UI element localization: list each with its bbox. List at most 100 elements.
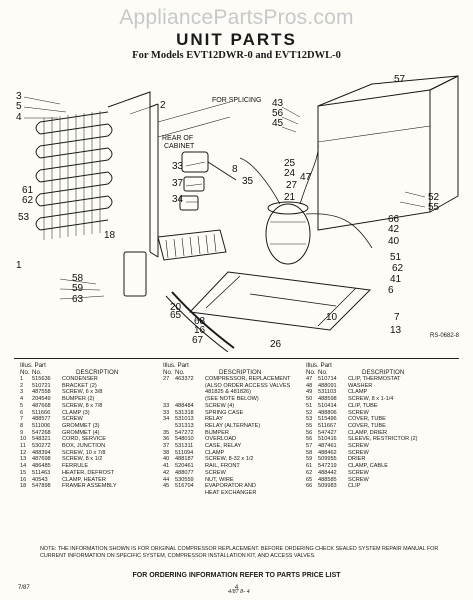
table-cell-pn: 510714 — [318, 376, 337, 382]
svg-text:61: 61 — [22, 185, 34, 196]
table-cell-key: 5 — [20, 402, 24, 409]
base-frame-drawing — [188, 271, 372, 331]
svg-text:25: 25 — [284, 158, 296, 169]
svg-text:16: 16 — [194, 325, 206, 336]
svg-text:33: 33 — [172, 161, 184, 172]
condenser-coil-drawing — [35, 91, 151, 240]
table-cell-desc: CLIP — [348, 483, 361, 490]
table-cell-pn: 531311 — [175, 443, 194, 450]
table-cell-desc: BUMPER — [205, 429, 229, 436]
table-cell-desc: GROMMET (4) — [62, 429, 100, 436]
table-cell-key: 52 — [306, 409, 313, 416]
header-part-no: No. — [318, 369, 328, 376]
table-cell-desc: COVER, TUBE — [348, 416, 386, 423]
table-cell-pn: 487668 — [32, 402, 51, 409]
svg-text:57: 57 — [394, 74, 406, 85]
svg-text:47: 47 — [300, 172, 312, 183]
table-cell-pn: 547272 — [175, 429, 194, 436]
table-cell-key: 59 — [306, 456, 313, 463]
table-cell-desc: EVAPORATOR AND — [205, 483, 256, 490]
svg-text:41: 41 — [390, 274, 402, 285]
for-splicing-label: FOR SPLICING — [212, 97, 261, 104]
svg-text:68: 68 — [194, 316, 206, 327]
svg-text:65: 65 — [170, 310, 182, 321]
table-cell-desc: CLAMP, CABLE — [348, 463, 389, 470]
table-cell-pn: 488806 — [318, 409, 337, 416]
callout-leaders — [23, 96, 426, 300]
table-cell-key: 9 — [20, 429, 24, 436]
page-title: UNIT PARTS — [176, 30, 297, 49]
table-cell-desc: 481825 & 481826) — [205, 389, 252, 396]
svg-text:62: 62 — [392, 263, 404, 274]
table-cell-desc: SCREW, 8 x 1-1/4 — [348, 396, 394, 403]
table-cell-key: 40 — [163, 456, 170, 463]
table-cell-desc: CLAMP — [205, 449, 225, 456]
table-cell-key — [163, 396, 175, 403]
header-illus-part: Illus. Part — [20, 362, 46, 369]
table-cell-desc: COVER, TUBE — [348, 422, 386, 429]
table-cell-desc: WASHER — [348, 382, 373, 389]
table-cell-key: 14 — [20, 463, 27, 470]
table-cell-key: 37 — [163, 443, 170, 450]
table-cell-desc: SPRING CASE — [205, 409, 244, 416]
table-cell-key: 1 — [20, 376, 24, 382]
table-cell-pn: 510416 — [318, 436, 337, 443]
table-cell-desc: SCREW — [348, 449, 369, 456]
rear-of-label: REAR OF — [162, 135, 193, 142]
header-description: DESCRIPTION — [362, 369, 405, 376]
table-cell-desc: SCREW, 8-32 x 1/2 — [205, 456, 254, 463]
table-cell-key — [163, 383, 175, 390]
table-cell-desc: SCREW — [62, 416, 83, 423]
table-cell-key: 44 — [163, 476, 170, 483]
header-part-no: No. — [32, 369, 42, 376]
svg-text:18: 18 — [104, 230, 116, 241]
table-cell-desc: SCREW, 10 x 7/8 — [62, 449, 106, 456]
svg-text:59: 59 — [72, 283, 84, 294]
table-cell-desc: RELAY — [205, 416, 223, 423]
table-cell-pn: 487558 — [32, 389, 51, 396]
svg-text:34: 34 — [172, 194, 184, 205]
header-description: DESCRIPTION — [219, 369, 262, 376]
table-cell-desc: DRIER — [348, 456, 366, 463]
page-subtitle: For Models EVT12DWR-0 and EVT12DWL-0 — [132, 50, 341, 61]
svg-text:37: 37 — [172, 178, 184, 189]
table-cell-pn: 486485 — [32, 463, 51, 470]
table-cell-key: 36 — [163, 436, 170, 443]
table-cell-key: 11 — [20, 443, 26, 450]
table-cell-pn: 530272 — [32, 443, 51, 450]
table-cell-key: 51 — [306, 402, 313, 409]
header-key-no: No. — [306, 369, 316, 376]
table-cell-desc: CLAMP (3) — [62, 409, 90, 416]
svg-text:51: 51 — [390, 252, 402, 263]
table-cell-pn: 548010 — [175, 436, 194, 443]
table-cell-desc: CORD, SERVICE — [62, 436, 107, 443]
table-cell-key: 55 — [306, 422, 313, 429]
table-row: 481825 & 481826) — [163, 389, 290, 396]
table-cell-key — [163, 423, 175, 430]
table-cell-key: 35 — [163, 429, 170, 436]
svg-text:2: 2 — [160, 100, 166, 111]
table-cell-key: 65 — [306, 476, 313, 483]
table-cell-key: 50 — [306, 396, 313, 403]
table-cell-pn: 515636 — [32, 376, 51, 382]
table-cell-pn: 520461 — [175, 463, 194, 470]
table-cell-key: 3 — [20, 389, 24, 396]
table-cell-key: 45 — [163, 483, 170, 490]
table-cell-desc: SCREW — [348, 469, 369, 476]
table-row: (ALSO ORDER ACCESS VALVES — [163, 383, 290, 390]
